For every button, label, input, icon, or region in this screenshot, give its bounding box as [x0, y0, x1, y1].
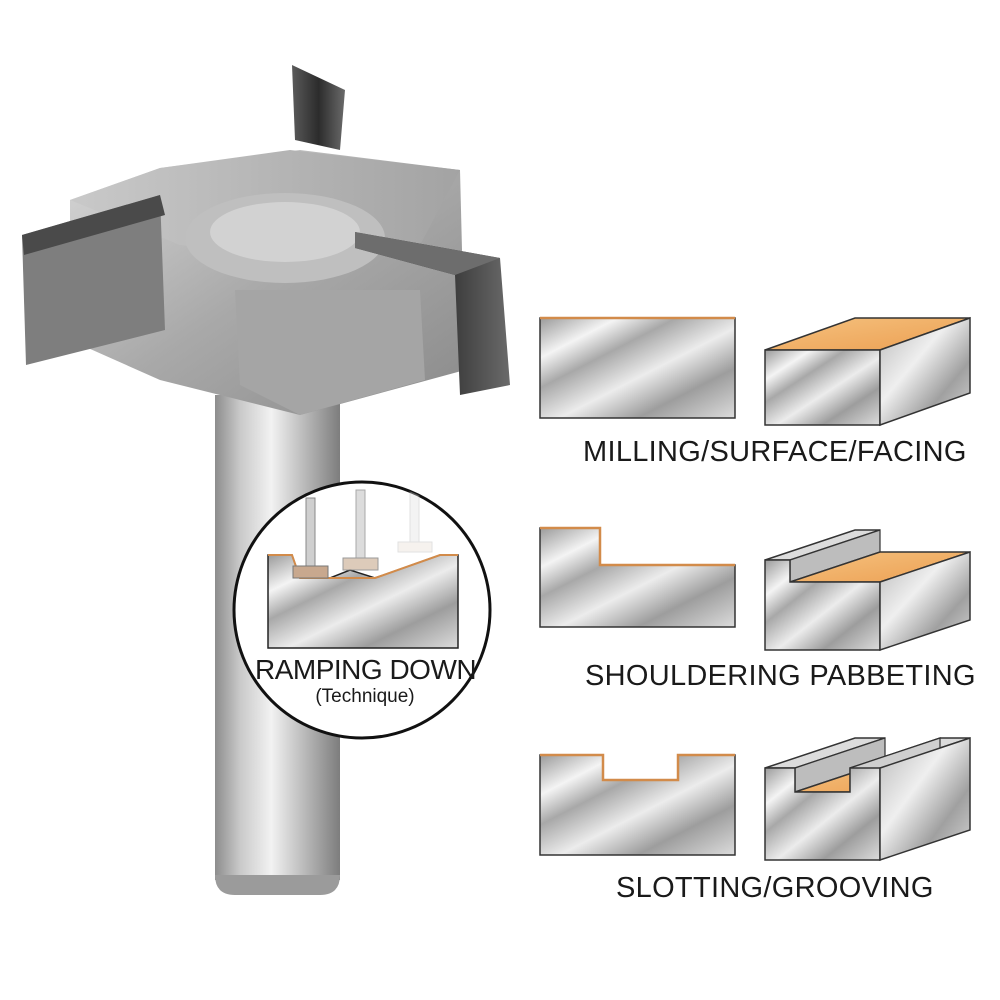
bit-shank-end — [215, 875, 340, 895]
operation-shouldering — [539, 526, 971, 652]
slot-profile — [539, 754, 736, 856]
inset-subtitle: (Technique) — [315, 686, 415, 707]
inset-tool-1 — [292, 497, 329, 579]
carbide-insert-top — [292, 65, 345, 150]
inset-title: RAMPING DOWN — [255, 654, 477, 685]
shoulder-profile — [539, 527, 736, 628]
inset-tool-2 — [342, 489, 379, 571]
label-milling: MILLING/SURFACE/FACING — [583, 436, 967, 468]
operation-slotting — [539, 736, 971, 862]
operation-milling — [539, 316, 971, 427]
shoulder-block-3d — [764, 529, 971, 652]
slot-block-3d — [764, 736, 971, 862]
router-bit — [22, 65, 510, 895]
bit-front-face — [235, 290, 425, 415]
carbide-insert-right — [355, 232, 510, 395]
ramping-inset — [232, 480, 492, 740]
milling-profile — [539, 317, 736, 419]
label-shouldering: SHOULDERING PABBETING — [585, 660, 976, 692]
milling-block-3d — [764, 316, 971, 427]
label-slotting: SLOTTING/GROOVING — [616, 872, 934, 904]
